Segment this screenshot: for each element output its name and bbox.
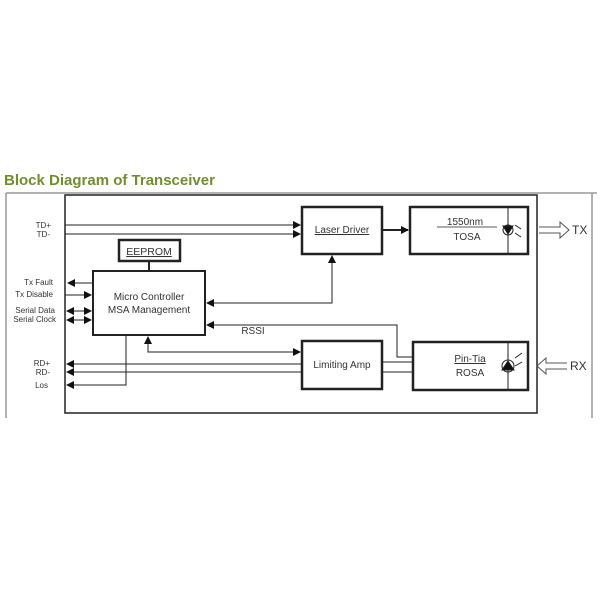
rosa-label-2: ROSA [456,368,485,379]
rx-label: RX [570,359,587,373]
mcu-label-1: Micro Controller [114,292,185,303]
module-boundary [64,194,538,414]
laser-diode-icon [502,224,522,238]
laser-driver-label: Laser Driver [315,225,370,236]
eeprom-label: EEPROM [126,246,172,258]
photodiode-icon [501,352,523,373]
tx-disable-label: Tx Disable [15,290,53,299]
rx-arrow-icon [536,356,567,376]
rd-plus-label: RD+ [34,359,51,368]
td-minus-label: TD- [37,230,51,239]
mcu-label-2: MSA Management [108,305,190,316]
rosa-label-1: Pin-Tia [454,354,486,365]
tx-fault-label: Tx Fault [24,278,54,287]
mcu-block [92,270,206,336]
outer-frame [5,192,597,418]
rosa-block [411,340,530,392]
rssi-label: RSSI [241,326,264,337]
serial-clock-label: Serial Clock [13,315,57,324]
tosa-label-1: 1550nm [447,217,483,228]
rd-minus-label: RD- [36,368,51,377]
los-label: Los [35,381,48,390]
td-plus-label: TD+ [36,221,52,230]
tosa-block [408,205,530,256]
limiting-amp-label: Limiting Amp [313,360,371,371]
tosa-label-2: TOSA [453,232,480,243]
limiting-amp-block [300,339,384,391]
diagram-title: Block Diagram of Transceiver [4,172,215,189]
tx-arrow-icon [539,220,570,240]
serial-data-label: Serial Data [15,306,55,315]
tx-label: TX [572,223,587,237]
